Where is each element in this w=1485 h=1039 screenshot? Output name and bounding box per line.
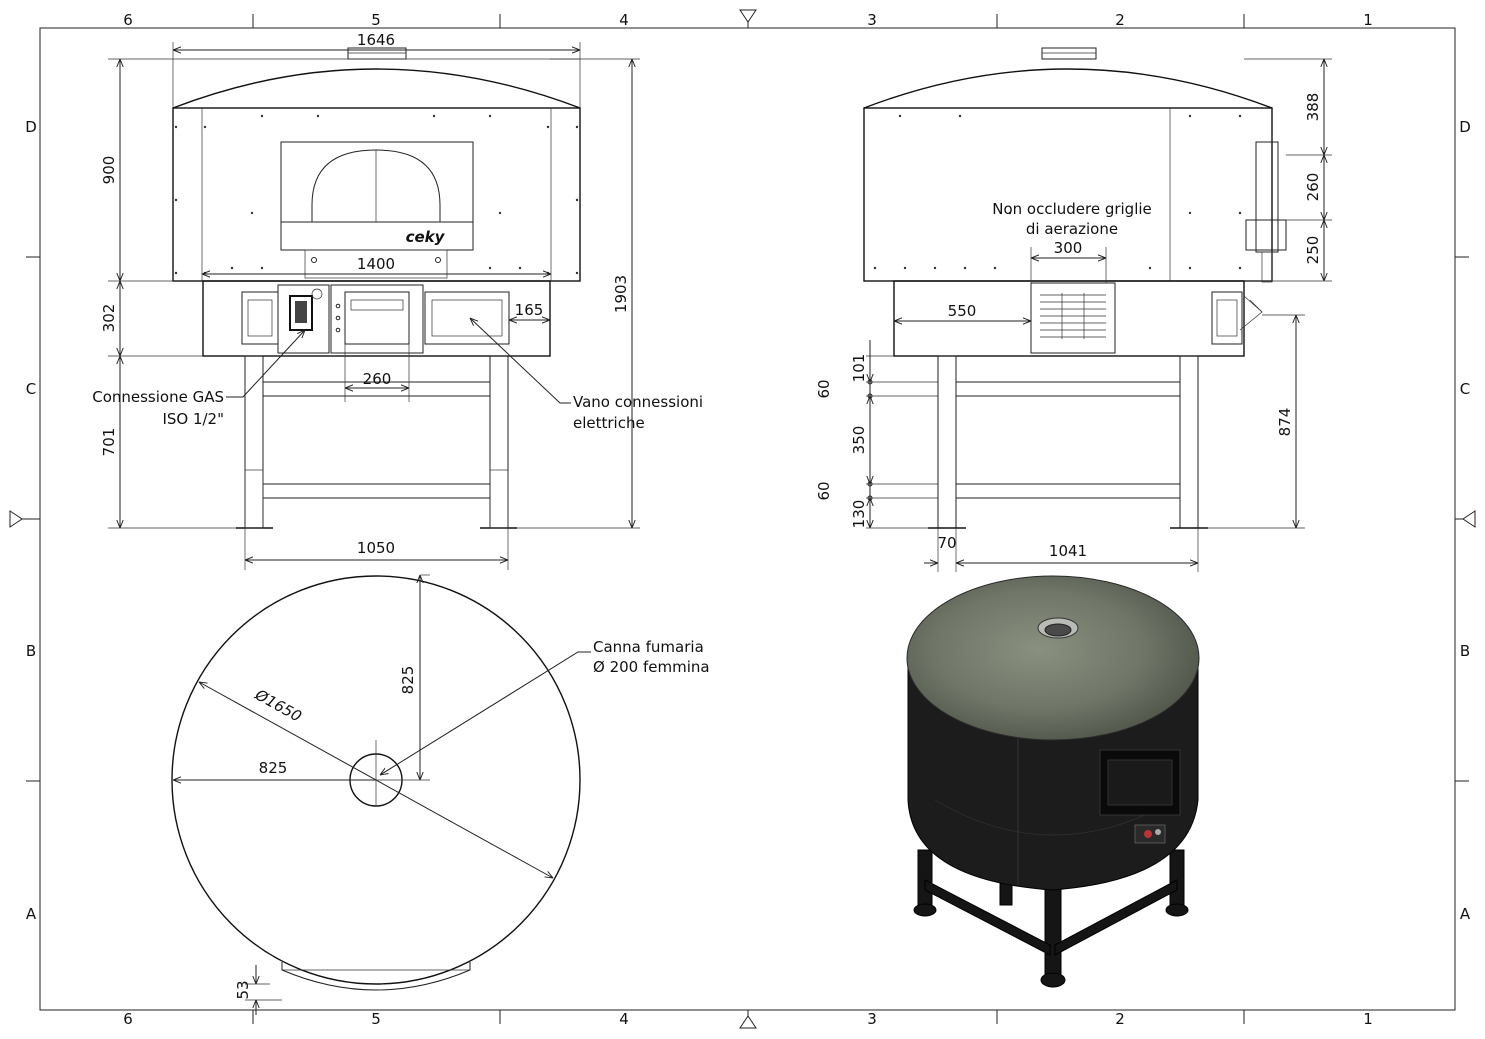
col-label-top: 1 — [1363, 11, 1373, 29]
dim-grille-offset: 550 — [948, 302, 977, 320]
dim-panel-width: 165 — [515, 301, 544, 319]
brand-logo: ceky — [406, 228, 446, 246]
front-view: ceky — [108, 42, 640, 570]
row-label-left: B — [26, 642, 36, 660]
dim-grille-width: 300 — [1054, 239, 1083, 257]
col-label-bottom: 1 — [1363, 1010, 1373, 1028]
ventilation-note-2: di aerazione — [1026, 220, 1118, 238]
dim-stand-height: 701 — [100, 428, 118, 457]
row-label-left: D — [25, 118, 37, 136]
col-label-bottom: 2 — [1115, 1010, 1125, 1028]
col-label-bottom: 5 — [371, 1010, 381, 1028]
row-label-left: C — [26, 380, 36, 398]
dim-door-width: 260 — [363, 370, 392, 388]
dim-mid-260: 260 — [1304, 173, 1322, 202]
drawing-frame — [9, 9, 1476, 1029]
col-label-top: 3 — [867, 11, 877, 29]
row-label-right: B — [1460, 642, 1470, 660]
row-label-left: A — [26, 905, 37, 923]
dim-leg-width: 70 — [937, 534, 956, 552]
dim-base-height: 302 — [100, 304, 118, 333]
dim-floor-height: 874 — [1276, 408, 1294, 437]
dim-60-upper: 60 — [815, 379, 833, 398]
col-label-top: 5 — [371, 11, 381, 29]
dim-total-height: 1903 — [612, 275, 630, 313]
col-label-bottom: 4 — [619, 1010, 629, 1028]
dim-leg-span: 1041 — [1049, 542, 1087, 560]
oven-dome — [906, 575, 1200, 741]
dim-350: 350 — [850, 426, 868, 455]
top-view — [171, 574, 591, 1015]
dim-radius-vertical: 825 — [399, 666, 417, 695]
electrical-compartment-label-2: elettriche — [573, 414, 645, 432]
col-label-bottom: 6 — [123, 1010, 133, 1028]
dim-dome-height: 900 — [100, 156, 118, 185]
row-label-right: D — [1459, 118, 1471, 136]
dim-radius-horizontal: 825 — [259, 759, 288, 777]
gas-connection-label: Connessione GAS — [92, 388, 224, 406]
flue-label-2: Ø 200 femmina — [593, 658, 710, 676]
dim-overall-width: 1646 — [357, 31, 395, 49]
dim-bottom-offset: 53 — [234, 980, 252, 999]
col-label-top: 4 — [619, 11, 629, 29]
col-label-top: 6 — [123, 11, 133, 29]
side-view — [863, 47, 1332, 572]
dim-inner-width: 1400 — [357, 255, 395, 273]
row-label-right: C — [1460, 380, 1470, 398]
col-label-top: 2 — [1115, 11, 1125, 29]
dim-stand-width: 1050 — [357, 539, 395, 557]
dim-low-250: 250 — [1304, 236, 1322, 265]
dim-101: 101 — [850, 354, 868, 383]
gas-connection-size: ISO 1/2" — [162, 410, 224, 428]
oven-3d-render — [906, 575, 1200, 988]
row-label-right: A — [1460, 905, 1471, 923]
dim-60-lower: 60 — [815, 481, 833, 500]
ventilation-note: Non occludere griglie — [992, 200, 1152, 218]
dim-top-388: 388 — [1304, 93, 1322, 122]
electrical-compartment-label: Vano connessioni — [573, 393, 703, 411]
dim-diameter: Ø1650 — [251, 685, 304, 725]
flue-label: Canna fumaria — [593, 638, 704, 656]
dim-130: 130 — [850, 500, 868, 529]
col-label-bottom: 3 — [867, 1010, 877, 1028]
